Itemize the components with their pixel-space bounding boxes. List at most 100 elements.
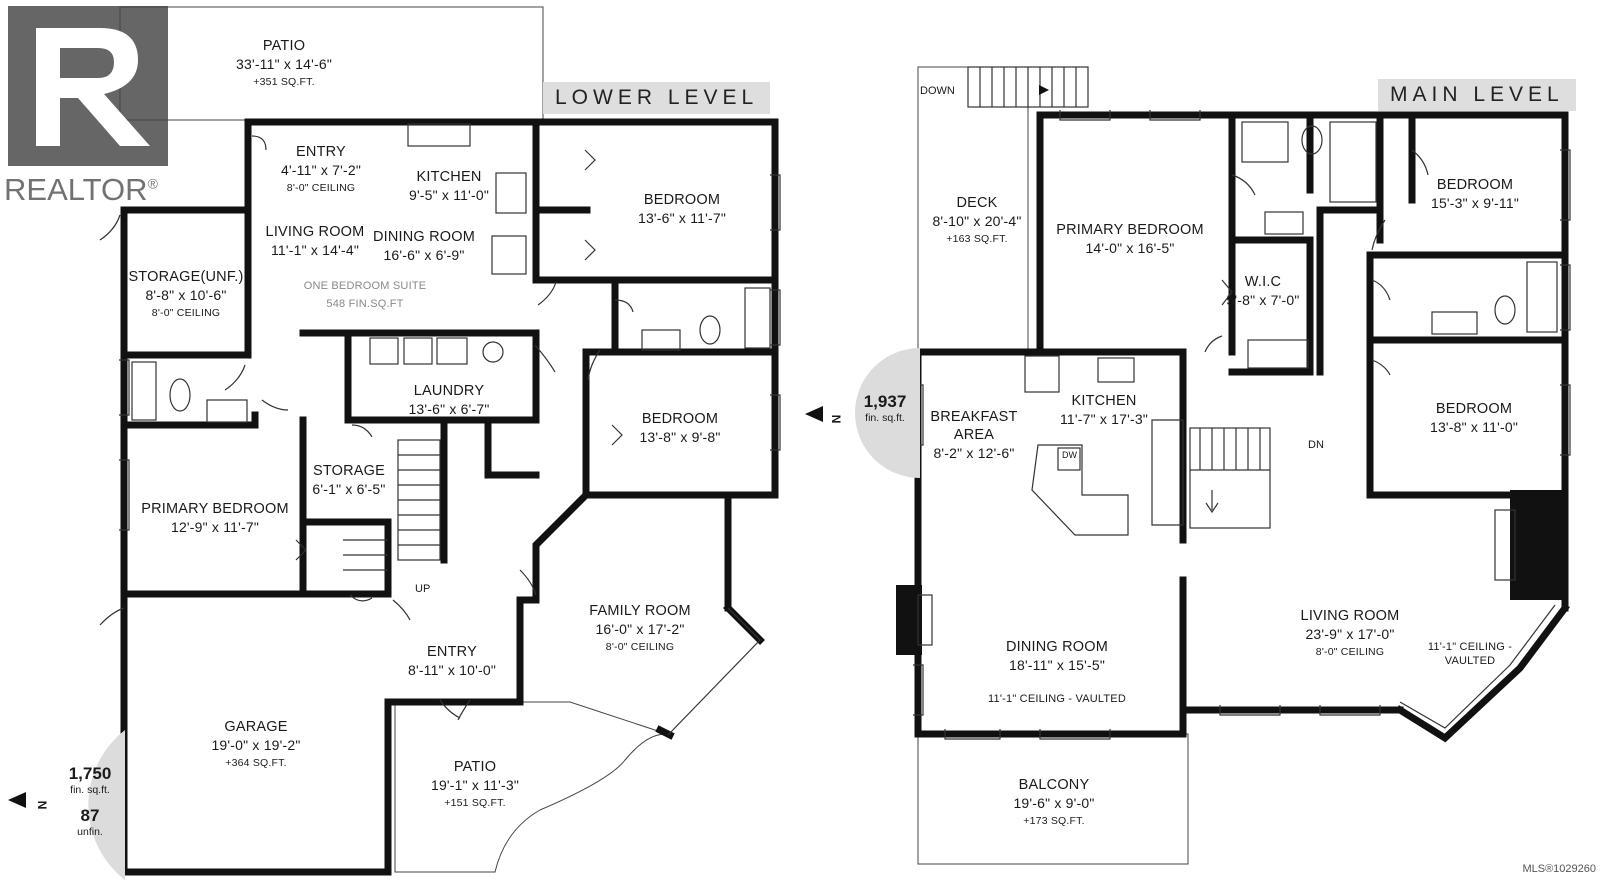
room-lower-kitchen: KITCHEN 9'-5" x 11'-0" [409, 168, 489, 204]
room-lower-bedroom-2: BEDROOM 13'-8" x 9'-8" [639, 410, 720, 446]
room-name: KITCHEN [416, 169, 482, 185]
lower-unfin-value: 87 [80, 806, 100, 825]
lower-stairs [343, 439, 441, 571]
room-name: LIVING ROOM [1300, 608, 1400, 624]
main-north-label: N [829, 414, 844, 424]
bottom-patio-outline [394, 701, 671, 873]
room-extra: 8'-0" CEILING [151, 307, 221, 319]
room-name: DECK [956, 195, 998, 211]
room-lower-entry-main: ENTRY 8'-11" x 10'-0" [408, 643, 496, 679]
lower-level-plan [99, 6, 781, 876]
suite-note-line1: ONE BEDROOM SUITE [303, 280, 427, 292]
lower-stair-up-label: UP [415, 583, 431, 595]
room-name: PATIO [453, 759, 497, 775]
room-dims: 12'-9" x 11'-7" [170, 519, 260, 535]
room-dims: 8'-10" x 20'-4" [932, 213, 1022, 229]
room-lower-primary-bedroom: PRIMARY BEDROOM 12'-9" x 11'-7" [141, 500, 289, 536]
main-area-badge: 1,937 fin. sq.ft. [864, 392, 907, 424]
room-name: GARAGE [224, 719, 288, 735]
room-extra: +163 SQ.FT. [946, 233, 1008, 245]
lower-bath-fixtures [131, 287, 771, 423]
room-name: ENTRY [427, 644, 477, 660]
room-name: LIVING ROOM [265, 224, 365, 240]
main-level-plan [896, 66, 1571, 865]
main-stairs-interior [1189, 427, 1271, 529]
room-dims: 19'-1" x 11'-3" [430, 777, 520, 793]
room-name: BREAKFAST [930, 409, 1018, 425]
main-north-arrow-icon [805, 406, 823, 422]
main-level-tag: MAIN LEVEL [1378, 79, 1576, 111]
deck-outline [917, 66, 1029, 353]
lower-area-unit: fin. sq.ft. [70, 784, 110, 796]
room-extra: +151 SQ.FT. [444, 797, 506, 809]
room-main-bedroom-1: BEDROOM 15'-3" x 9'-11" [1431, 176, 1519, 212]
room-name: KITCHEN [1071, 393, 1137, 409]
room-name: W.I.C [1244, 274, 1282, 290]
realtor-logo-icon [8, 6, 168, 166]
room-name-line2: AREA [953, 427, 995, 443]
room-dims: 14'-0" x 16'-5" [1085, 240, 1175, 256]
room-dims: 13'-6" x 6'-7" [408, 401, 490, 417]
living-ceiling-note: 11'-1" CEILING - VAULTED [1428, 640, 1512, 668]
lower-area-badge-shape [88, 730, 125, 880]
top-patio-outline [119, 6, 544, 121]
lower-kitchen-fixtures [369, 123, 527, 365]
mls-number: MLS®1029260 [1522, 863, 1596, 875]
dining-ceiling-note: 11'-1" CEILING - VAULTED [988, 693, 1126, 705]
registered-mark: ® [147, 175, 158, 192]
room-name: BEDROOM [1435, 401, 1513, 417]
room-name: DINING ROOM [1005, 639, 1109, 655]
room-main-wic: W.I.C 5'-8" x 7'-0" [1226, 273, 1299, 309]
room-dims: 8'-2" x 12'-6" [933, 445, 1015, 461]
room-dims: 4'-11" x 7'-2" [280, 162, 362, 178]
room-lower-dining: DINING ROOM 16'-6" x 6'-9" [373, 228, 475, 264]
room-dims: 13'-8" x 11'-0" [1429, 419, 1519, 435]
suite-note: ONE BEDROOM SUITE 548 FIN.SQ.FT [304, 277, 427, 313]
lower-level-tag: LOWER LEVEL [543, 82, 771, 114]
room-dims: 6'-1" x 6'-5" [312, 481, 386, 497]
room-dims: 16'-0" x 17'-2" [595, 621, 685, 637]
room-dims: 15'-3" x 9'-11" [1430, 195, 1520, 211]
room-extra: +364 SQ.FT. [225, 757, 287, 769]
room-name: DINING ROOM [372, 229, 476, 245]
room-lower-laundry: LAUNDRY 13'-6" x 6'-7" [408, 382, 489, 418]
room-dims: 18'-11" x 15'-5" [1008, 657, 1106, 673]
room-lower-storage: STORAGE 6'-1" x 6'-5" [312, 462, 385, 498]
realtor-watermark: REALTOR® [4, 172, 158, 208]
living-fireplace [1510, 490, 1568, 600]
room-dims: 8'-11" x 10'-0" [407, 662, 497, 678]
main-stair-dn-label: DN [1308, 439, 1324, 451]
room-extra: 8'-0" CEILING [286, 182, 356, 194]
room-lower-living: LIVING ROOM 11'-1" x 14'-4" [266, 223, 365, 259]
living-ceiling-line2: VAULTED [1444, 655, 1496, 667]
room-name: BEDROOM [641, 411, 719, 427]
lower-area-value: 1,750 [68, 764, 112, 783]
room-dims: 5'-8" x 7'-0" [1226, 292, 1300, 308]
main-doors [1204, 149, 1429, 376]
room-name: PRIMARY BEDROOM [141, 501, 289, 517]
room-dims: 33'-11" x 14'-6" [235, 56, 333, 72]
main-bath-fixtures [1241, 121, 1558, 369]
realtor-brand: REALTOR [4, 172, 148, 207]
room-name: PATIO [262, 38, 306, 54]
room-lower-family: FAMILY ROOM 16'-0" x 17'-2" 8'-0" CEILIN… [589, 602, 691, 656]
room-dims: 9'-5" x 11'-0" [408, 187, 490, 203]
room-name: STORAGE [312, 463, 386, 479]
room-main-dining: DINING ROOM 18'-11" x 15'-5" [1006, 638, 1108, 674]
room-dims: 23'-9" x 17'-0" [1305, 626, 1395, 642]
room-dims: 11'-7" x 17'-3" [1059, 411, 1149, 427]
living-ceiling-line1: 11'-1" CEILING - [1427, 641, 1513, 653]
main-area-unit: fin. sq.ft. [865, 412, 905, 424]
room-name: BEDROOM [1436, 177, 1514, 193]
room-extra: 8'-0" CEILING [605, 641, 675, 653]
room-extra: 8'-0" CEILING [1315, 646, 1385, 658]
room-name: PRIMARY BEDROOM [1056, 222, 1204, 238]
room-main-bedroom-2: BEDROOM 13'-8" x 11'-0" [1430, 400, 1518, 436]
room-dims: 8'-8" x 10'-6" [145, 287, 227, 303]
main-kitchen-island [1024, 355, 1184, 536]
room-name: LAUNDRY [413, 383, 485, 399]
suite-note-line2: 548 FIN.SQ.FT [326, 298, 404, 310]
main-area-badge-shape [855, 348, 920, 478]
room-name: FAMILY ROOM [589, 603, 691, 619]
